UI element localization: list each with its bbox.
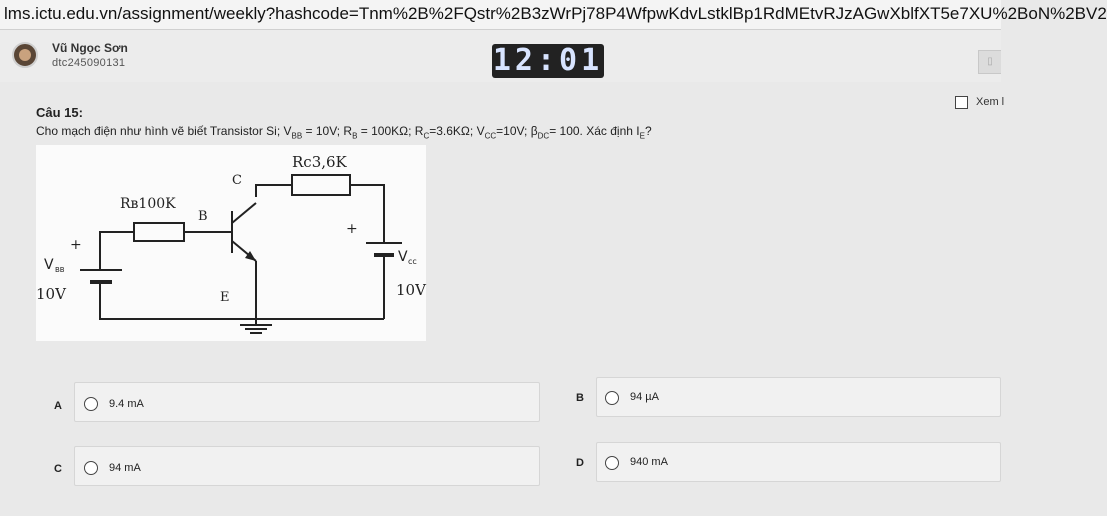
option-a[interactable]: 9.4 mA <box>74 382 540 422</box>
option-a-letter: A <box>54 400 62 412</box>
address-bar[interactable]: lms.ictu.edu.vn/assignment/weekly?hashco… <box>0 0 1107 30</box>
collector-label: C <box>232 173 242 188</box>
question-title: Câu 15: <box>36 105 83 120</box>
option-b[interactable]: 94 µA <box>596 377 1001 417</box>
emitter-arrow <box>245 251 256 261</box>
option-c-letter: C <box>54 463 62 475</box>
option-c-text: 94 mA <box>109 462 141 474</box>
rb-label: Rʙ100K <box>120 196 176 212</box>
exam-header: Vũ Ngọc Sơn dtc245090131 12:01 ▯ <box>0 30 1001 82</box>
option-d-text: 940 mA <box>630 456 668 468</box>
circuit-svg: Rc3,6K Rʙ100K C B E + + 10V 10V V BB V c… <box>36 153 427 334</box>
vcc-value: 10V <box>396 281 427 299</box>
base-label: B <box>198 209 208 224</box>
question-text: Cho mạch điện như hình vẽ biết Transisto… <box>36 124 652 141</box>
vbb-value: 10V <box>36 285 67 303</box>
side-panel-toggle[interactable]: ▯ <box>978 50 1001 74</box>
vcc-plus: + <box>346 221 358 237</box>
option-a-radio[interactable] <box>84 397 98 411</box>
option-a-text: 9.4 mA <box>109 398 144 410</box>
rb-resistor <box>133 222 185 242</box>
collector-lead <box>231 202 257 224</box>
review-checkbox[interactable] <box>955 96 968 109</box>
vcc-top-wire <box>350 184 385 243</box>
option-c[interactable]: 94 mA <box>74 446 540 486</box>
vcc-label: V <box>398 249 408 265</box>
vbb-subscript: BB <box>55 266 65 274</box>
option-b-text: 94 µA <box>630 391 659 403</box>
countdown-timer: 12:01 <box>492 43 604 78</box>
option-d-letter: D <box>576 457 584 469</box>
option-d[interactable]: 940 mA <box>596 442 1001 482</box>
circuit-diagram: Rc3,6K Rʙ100K C B E + + 10V 10V V BB V c… <box>36 145 427 341</box>
rc-label: Rc3,6K <box>292 153 348 171</box>
option-b-radio[interactable] <box>605 391 619 405</box>
vbb-label: V <box>44 257 54 273</box>
rc-resistor <box>291 174 351 196</box>
user-id: dtc245090131 <box>52 57 126 69</box>
vbb-plus: + <box>70 237 82 253</box>
vcc-subscript: cc <box>408 257 417 266</box>
emitter-label: E <box>220 290 230 305</box>
option-b-letter: B <box>576 392 584 404</box>
vbb-top-wire <box>99 231 134 270</box>
user-name: Vũ Ngọc Sơn <box>52 41 128 55</box>
option-c-radio[interactable] <box>84 461 98 475</box>
option-d-radio[interactable] <box>605 456 619 470</box>
review-label: Xem l <box>976 96 1005 108</box>
collector-wire <box>255 184 292 197</box>
avatar <box>12 42 38 68</box>
vbb-bottom-wire <box>99 282 384 320</box>
